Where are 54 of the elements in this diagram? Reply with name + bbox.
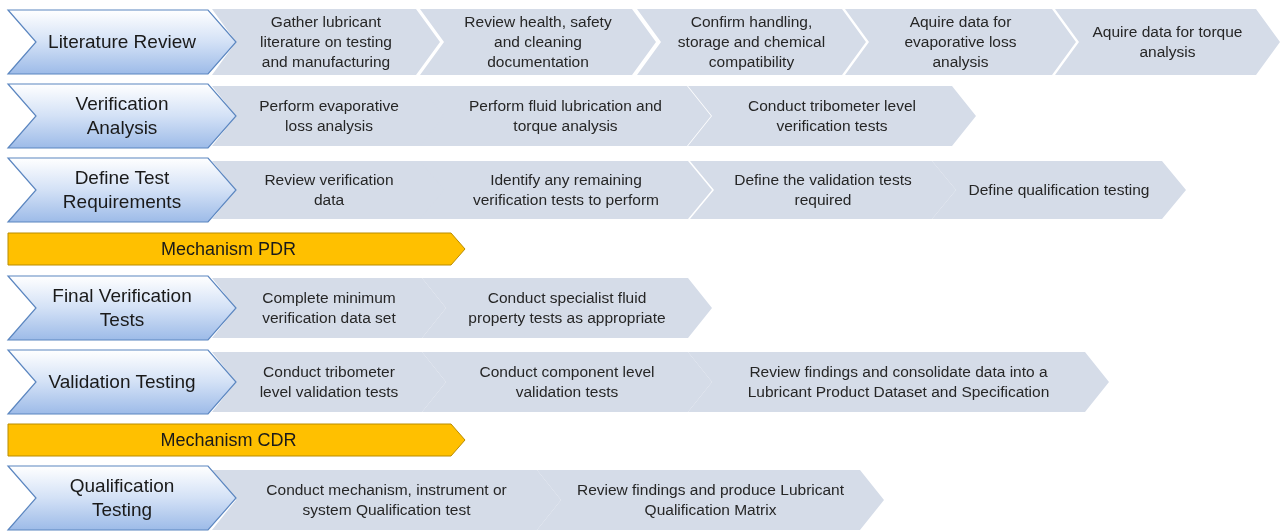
- step-label: Gather lubricant literature on testing and manufacturing: [259, 11, 393, 73]
- process-step-panel: [212, 470, 561, 530]
- step-label: Conduct mechanism, instrument or system Qualification test: [265, 479, 508, 520]
- phase-banner: [8, 84, 236, 148]
- step-label: Conduct tribometer level validation tests: [258, 361, 400, 402]
- phase-label: Final Verification Tests: [51, 284, 193, 332]
- milestone-bar: [8, 424, 465, 456]
- step-label: Review health, safety and cleaning documentation: [463, 11, 613, 73]
- step-label: Conduct component level validation tests: [478, 361, 656, 402]
- step-label: Perform evaporative loss analysis: [258, 95, 400, 136]
- process-step-panel: [690, 161, 956, 219]
- process-step-panel: [212, 86, 446, 146]
- process-step-panel: [420, 9, 656, 75]
- process-step-panel: [1055, 9, 1280, 75]
- step-label: Review findings and produce Lubricant Qualification Matrix: [575, 479, 846, 520]
- process-step-panel: [637, 9, 866, 75]
- process-step-panel: [932, 161, 1186, 219]
- phase-banner: [8, 276, 236, 340]
- step-label: Complete minimum verification data set: [261, 287, 397, 328]
- process-step-panel: [845, 9, 1076, 75]
- step-label: Aquire data for torque analysis: [1091, 21, 1244, 62]
- process-step-panel: [212, 352, 446, 412]
- phase-banner: [8, 466, 236, 530]
- step-label: Define qualification testing: [968, 179, 1150, 200]
- step-label: Review findings and consolidate data into a Lubricant Product Dataset and Specification: [746, 361, 1051, 402]
- phase-label: Define Test Requirements: [61, 166, 183, 214]
- process-step-panel: [422, 352, 712, 412]
- phase-label: Literature Review: [48, 30, 196, 54]
- milestone-bar: [8, 233, 465, 265]
- step-label: Perform fluid lubrication and torque analysis: [468, 95, 663, 136]
- process-step-panel: [537, 470, 884, 530]
- process-step-panel: [688, 352, 1109, 412]
- process-step-panel: [212, 278, 446, 338]
- phase-banner: [8, 350, 236, 414]
- process-step-panel: [688, 86, 976, 146]
- phase-label: Validation Testing: [48, 370, 196, 394]
- step-label: Define the validation tests required: [733, 169, 913, 210]
- step-label: Aquire data for evaporative loss analysis: [903, 11, 1018, 73]
- phase-label: Qualification Testing: [68, 474, 176, 522]
- process-step-panel: [420, 86, 711, 146]
- phase-label: Verification Analysis: [74, 92, 170, 140]
- milestone-label: Mechanism PDR: [160, 237, 296, 261]
- step-label: Conduct specialist fluid property tests as appropriate: [467, 287, 667, 328]
- process-step-panel: [212, 161, 446, 219]
- step-label: Identify any remaining verification tests to perform: [471, 169, 661, 210]
- phase-banner: [8, 158, 236, 222]
- process-step-panel: [212, 9, 440, 75]
- phase-banner: [8, 10, 236, 74]
- step-label: Review verification data: [263, 169, 395, 210]
- process-step-panel: [422, 278, 712, 338]
- process-step-panel: [420, 161, 712, 219]
- milestone-label: Mechanism CDR: [160, 428, 297, 452]
- step-label: Conduct tribometer level verification tests: [747, 95, 917, 136]
- step-label: Confirm handling, storage and chemical compatibility: [676, 11, 827, 73]
